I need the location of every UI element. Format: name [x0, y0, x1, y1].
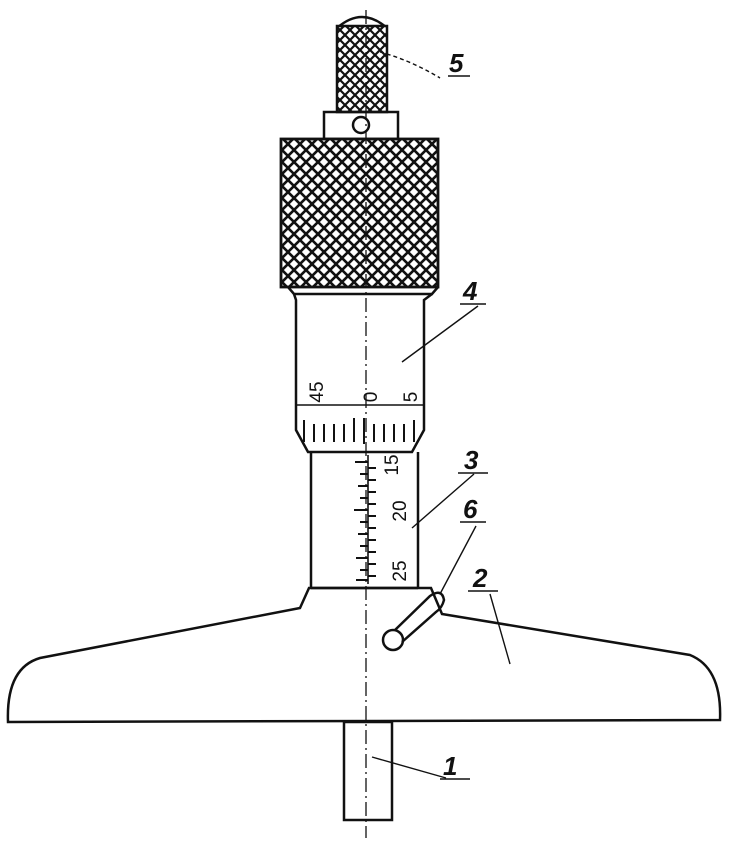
thimble-label-0: 0	[361, 392, 382, 403]
callout-2: 2	[472, 563, 488, 593]
base	[6, 586, 722, 724]
measuring-rod	[342, 720, 394, 822]
callout-4: 4	[462, 276, 478, 306]
thimble: 45 0 5	[292, 293, 433, 454]
ratchet-knob	[322, 15, 400, 141]
leader-lines	[371, 51, 511, 780]
sleeve-label-15: 15	[382, 454, 403, 475]
thimble-ticks	[303, 418, 415, 444]
sleeve-ticks	[354, 461, 376, 581]
thimble-label-5: 5	[401, 392, 422, 403]
sleeve: 15 20 25	[309, 452, 420, 590]
callout-5: 5	[449, 48, 464, 78]
lock-lever	[381, 591, 446, 652]
sleeve-label-20: 20	[390, 500, 411, 521]
knurled-head	[279, 137, 440, 296]
callout-6: 6	[463, 494, 478, 524]
callout-1: 1	[443, 751, 457, 781]
callout-3: 3	[464, 445, 479, 475]
thimble-label-45: 45	[307, 381, 328, 402]
sleeve-label-25: 25	[390, 560, 411, 581]
